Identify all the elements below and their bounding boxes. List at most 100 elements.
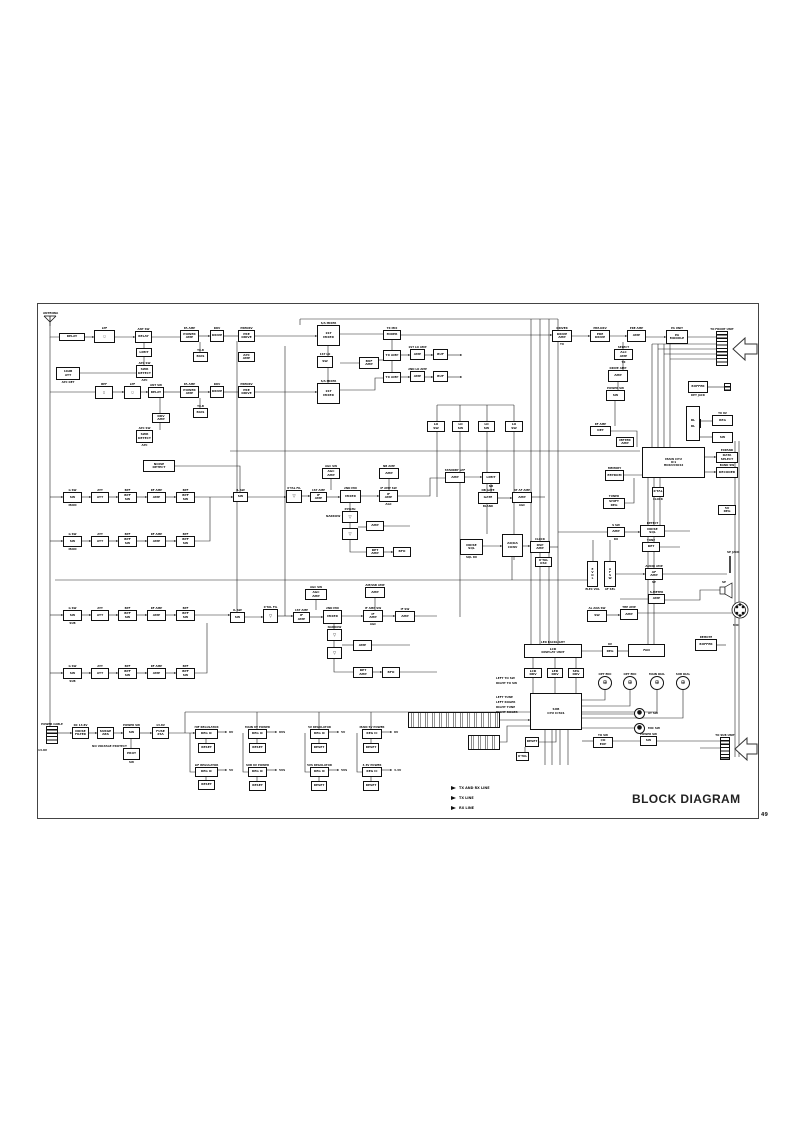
drv-amp-2: DRV AMP xyxy=(152,413,170,423)
h-il-sw-label: SW xyxy=(234,614,241,619)
h-fil-1: ▽NARROW xyxy=(327,625,342,641)
lo2-buf-label: BUF xyxy=(437,373,444,378)
expander-top-label: EXPAND xyxy=(720,448,734,452)
reg-5v-cpu-label: 5V REG xyxy=(723,505,731,513)
free-label-12: SP JACK xyxy=(727,550,740,554)
g-2nd-mix-top-label: 2ND MIX xyxy=(343,486,358,490)
main-power-sw-label: SW xyxy=(128,730,135,735)
reg-main8: REG IC MAIN 8V POWER xyxy=(245,725,270,739)
g-1st-amp-label: IF AMP xyxy=(314,492,323,500)
i-noise-sql-label: NOISE SQL xyxy=(466,542,477,550)
limiter-1-label: LIMIT xyxy=(139,349,149,354)
legend-arrow-icon xyxy=(451,806,456,810)
rx1a-bpf-top-label: BPF xyxy=(124,488,131,492)
lo1-amp-label: AMP xyxy=(413,351,422,356)
rx2b-att-label: ATT xyxy=(96,670,104,675)
enc-main-dial-label: ⊕ xyxy=(654,678,660,686)
j-al-ana-sw-top-label: AL ANA SW xyxy=(588,606,606,610)
reg-main8-top-label: MAIN 8V POWER xyxy=(245,725,270,729)
drv-2-label: DRIVE xyxy=(211,389,223,394)
free-label-5: 5V xyxy=(229,768,234,772)
tx-amp-b: TX AMP xyxy=(383,372,401,383)
j-elec-vol-label: E V O L xyxy=(591,567,594,580)
alc-amp-top-label: SELECT xyxy=(617,345,630,349)
lcd-drv-2-label: LED DRV xyxy=(551,668,559,676)
rx1a-att-label: ATT xyxy=(96,494,104,499)
reg-33-top-label: 3.3V POWER xyxy=(362,763,382,767)
rx2a-att-label: ATT xyxy=(96,612,104,617)
enc-main-dial-top-label: MAIN DIAL xyxy=(649,672,665,676)
j-line-amp-top-label: THE AMP xyxy=(622,605,636,609)
fan: FAN xyxy=(628,644,665,657)
predrv-1-label: PRE DRIVE xyxy=(241,331,252,339)
enc-2-top-label: OPT ENC xyxy=(623,672,637,676)
lo-sw-3-label: LO SW xyxy=(483,422,490,430)
g-bfo-label: BFO xyxy=(398,549,406,554)
mixer-1-label: 1ST MIXER xyxy=(323,331,334,339)
power-sw-label: SW xyxy=(645,738,652,743)
i-dsp-label: AD/DA CONV xyxy=(507,541,518,549)
eeprom-top-label: MEMORY xyxy=(607,466,622,470)
rx2b-bpf2-top-label: BPF xyxy=(182,664,189,668)
i-standby-lpf-top-label: STANDBY LPF xyxy=(444,468,466,472)
reg-main8-sub-label: RESET xyxy=(252,745,263,750)
reg-hif-sub-label: RESET xyxy=(201,745,212,750)
page-number: 49 xyxy=(761,812,768,818)
reg-main8-label: REG IC xyxy=(251,731,264,736)
free-label-4: 8V xyxy=(229,730,234,734)
free-label-16: MIC SW xyxy=(648,726,660,730)
key-jack xyxy=(724,383,731,391)
swr-det-2-top-label: APC SW xyxy=(138,426,151,430)
rx-sw-e: SW xyxy=(712,432,733,443)
drive-amp-3-label: AMP xyxy=(614,373,622,378)
reg-main5-top-label: MAIN 5V POWER xyxy=(359,725,385,729)
dds-buf-label: BUF AMP xyxy=(365,358,373,366)
remote-buf-label: BUFFER xyxy=(699,642,713,647)
i-limiter-bottom-label: NB xyxy=(488,484,494,488)
reg-main5-label: REG IC xyxy=(366,731,378,736)
free-label-22: RIGHT ROGER xyxy=(496,710,518,714)
sub-unit-conn: TO SUB UNIT xyxy=(715,733,735,760)
ant-relay: RELAY xyxy=(59,333,85,341)
free-label-10: 8V xyxy=(394,730,399,734)
lpf-2-label: ◻ xyxy=(131,389,134,394)
h-2nd-mix-label: MIXER xyxy=(327,614,338,619)
h-if-amp-label: IF AMP xyxy=(369,611,377,619)
eeprom-label: EEPROM xyxy=(607,472,622,477)
front-cpu: SUB CPU IC501 xyxy=(530,693,582,730)
i-af-amp-top-label: AT AF AMP xyxy=(513,488,531,492)
tx-amp-a-label: TX AMP xyxy=(385,352,399,357)
free-label-13: SP xyxy=(722,580,727,584)
pre-driver-label: PRE DRIVE xyxy=(594,331,606,339)
h-1st-amp-label: IF AMP xyxy=(297,613,306,621)
tx-8v-reg-top-label: TX 8V xyxy=(718,411,727,415)
surge-abs: SURGE ABS xyxy=(97,727,114,739)
ant-sw-1-top-label: ANT SW xyxy=(137,327,150,331)
swr-det-1-top-label: APC SW xyxy=(138,361,151,365)
tx-mix-top-label: TX MIX xyxy=(386,326,398,330)
j-s-sw-bottom-label: RX xyxy=(613,537,619,541)
bpf-2-label: ◻ xyxy=(102,389,106,394)
expander-label: DATA SELECT xyxy=(720,453,734,461)
rx1a-rfamp-top-label: RF AMP xyxy=(150,488,163,492)
j-s-sw-label: AMP xyxy=(612,529,620,534)
